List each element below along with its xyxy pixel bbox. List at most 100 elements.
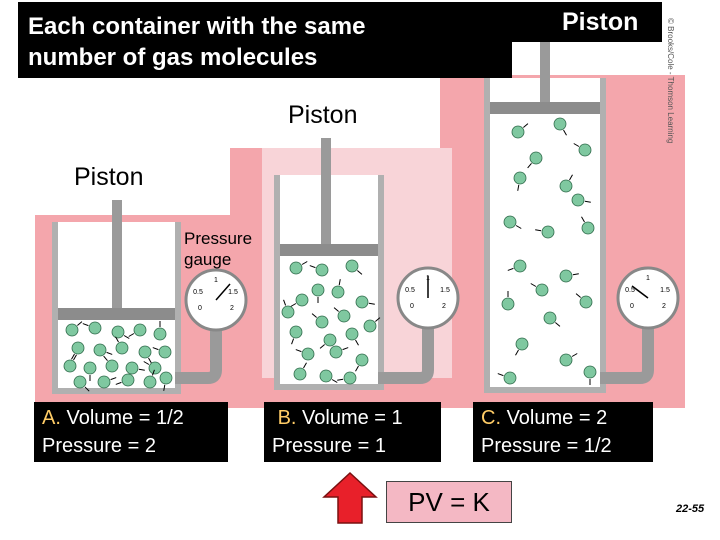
container-b-molecule-arrow [331, 379, 338, 383]
container-a-piston-head [58, 308, 175, 320]
container-c-molecule [535, 283, 549, 297]
container-c-molecule [581, 221, 595, 235]
container-a-piston-rod [112, 200, 122, 308]
gauge-b-tick-right: 1.5 [440, 287, 450, 294]
gauge-c-tick-bottom-left: 0 [630, 303, 634, 310]
caption-c-letter: C. [481, 407, 501, 429]
container-a-molecule [73, 375, 87, 389]
container-c-molecule [579, 295, 593, 309]
container-c-molecule-arrow [515, 349, 519, 356]
container-a-molecule [65, 323, 79, 337]
caption-a: A. Volume = 1/2 Pressure = 2 [34, 402, 228, 462]
gauge-a-tick-bottom-right: 2 [230, 305, 234, 312]
container-b-molecule-arrow [283, 299, 287, 306]
container-b-piston-head [280, 244, 378, 256]
container-b-molecule [355, 295, 369, 309]
container-c-molecule-arrow [575, 293, 581, 298]
container-c-molecules [497, 117, 597, 385]
pressure-gauge-b: 1 0.5 1.5 0 2 [378, 266, 460, 384]
container-b-molecule [323, 333, 337, 347]
container-b-molecule-arrow [375, 317, 381, 322]
container-a-molecule [83, 361, 97, 375]
caption-a-volume: Volume = 1/2 [66, 407, 184, 429]
container-c-molecule-arrow [515, 225, 522, 229]
container-c-molecule [559, 269, 573, 283]
gauge-a-tick-right: 1.5 [228, 289, 238, 296]
container-c-molecule-arrow [569, 174, 573, 181]
gauge-a-tick-bottom-left: 0 [198, 305, 202, 312]
container-c-molecule [511, 125, 525, 139]
container-a-molecule-arrow [115, 336, 119, 343]
gauge-a-tick-top: 1 [214, 277, 218, 284]
gauge-c-tick-bottom-right: 2 [662, 303, 666, 310]
pressure-gauge-label-line-1: Pressure [184, 229, 253, 248]
caption-c-volume: Volume = 2 [506, 407, 608, 429]
pressure-gauge-c: 1 0.5 1.5 0 2 [600, 266, 680, 384]
gauge-c-tick-right: 1.5 [660, 287, 670, 294]
container-b-molecule-arrow [355, 339, 359, 346]
gauge-b-tick-bottom-left: 0 [410, 303, 414, 310]
container-b-piston-rod [321, 138, 331, 246]
container-a-molecule-arrow [84, 386, 90, 392]
container-b-molecule-arrow [291, 338, 295, 345]
gauge-b-tick-left: 0.5 [405, 287, 415, 294]
container-a-molecule-arrow [152, 347, 159, 351]
container-a-molecule [93, 343, 107, 357]
gauge-b-tick-top: 1 [426, 275, 430, 282]
container-c-piston-head [490, 102, 600, 114]
container-b-molecule-arrow [357, 270, 363, 275]
container-c-molecule [553, 117, 567, 131]
container-b-molecule-arrow [368, 302, 375, 305]
container-a-molecule-arrow [82, 323, 89, 327]
container-b-molecule [289, 261, 303, 275]
container-a-molecule-arrow [110, 377, 117, 381]
container-c-molecule-arrow [530, 283, 537, 287]
container-a-wall-right [175, 222, 181, 394]
container-a-molecule-arrow [151, 369, 155, 376]
title-line-1: Each container with the same [28, 13, 366, 40]
container-c-molecule-arrow [507, 267, 514, 271]
piston-c-label: Piston [562, 8, 639, 36]
gauge-a-tick-left: 0.5 [193, 289, 203, 296]
caption-c-pressure: Pressure = 1/2 [481, 435, 612, 457]
container-b-molecule [319, 369, 333, 383]
container-a-molecule-arrow [115, 381, 122, 385]
container-a-molecule [159, 371, 173, 385]
formula-box: PV = K [386, 481, 512, 523]
container-c [484, 30, 606, 393]
container-b-molecule [315, 263, 329, 277]
container-c-molecule-arrow [584, 200, 591, 203]
container-a-molecule [125, 361, 139, 375]
container-a-molecule-arrow [163, 384, 166, 391]
pressure-gauge-label: Pressure gauge [184, 228, 252, 270]
container-c-molecule-arrow [555, 322, 561, 327]
container-b-molecule-arrow [303, 362, 307, 369]
container-c-molecule [503, 371, 517, 385]
slide-number: 22-55 [676, 503, 705, 515]
container-a-molecule-arrow [77, 321, 83, 326]
container-c-molecule [541, 225, 555, 239]
container-a-molecule-arrow [148, 357, 152, 364]
container-b-molecule [311, 283, 325, 297]
container-b-molecule [343, 371, 357, 385]
caption-b: B. Volume = 1 Pressure = 1 [264, 402, 441, 462]
container-b-molecule [337, 309, 351, 323]
container-c-molecule [571, 193, 585, 207]
caption-b-volume: Volume = 1 [302, 407, 403, 429]
container-a-molecule [158, 345, 172, 359]
pressure-gauge-a: 1 0.5 1.5 0 2 [175, 268, 248, 384]
container-a-molecule [88, 321, 102, 335]
caption-a-pressure: Pressure = 2 [42, 435, 156, 457]
container-b-molecule [295, 293, 309, 307]
container-a-floor [52, 388, 181, 394]
container-b-wall-right [378, 175, 384, 390]
gauge-b-tick-bottom-right: 2 [442, 303, 446, 310]
container-a-molecule-arrow [103, 355, 108, 361]
container-b [274, 138, 384, 390]
container-c-wall-right [600, 78, 606, 393]
image-credit-text: © Brooks/Cole - Thomson Learning [666, 18, 675, 144]
container-c-molecule [515, 337, 529, 351]
piston-a-label: Piston [74, 163, 144, 191]
container-a-molecule [143, 375, 157, 389]
